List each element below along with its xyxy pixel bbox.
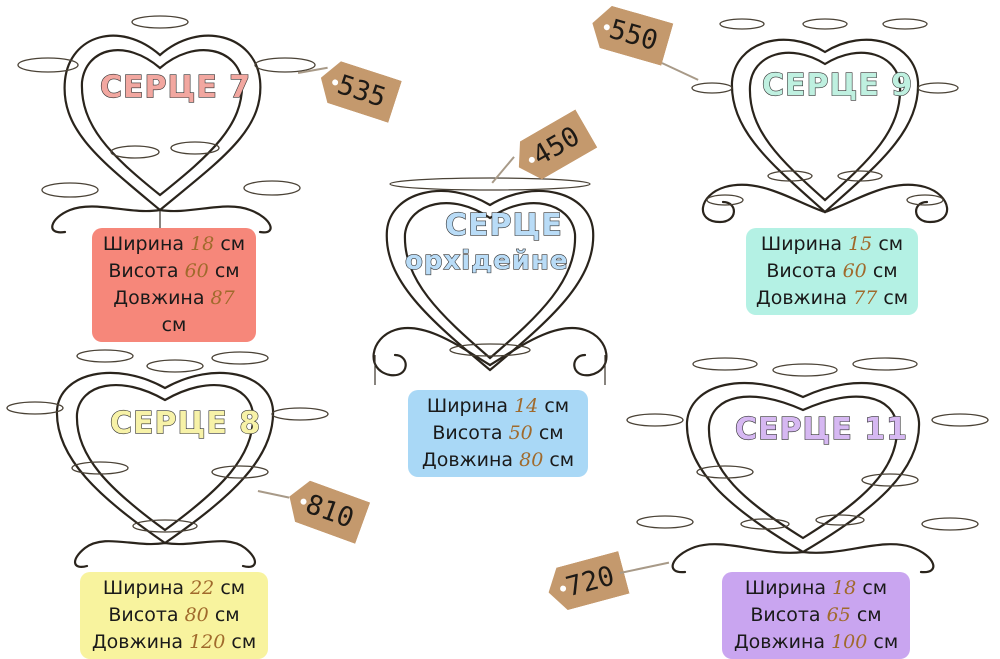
price-value: 720 (543, 551, 630, 614)
heart-stand-illustration (626, 357, 989, 574)
spec-length: Довжина 87 см (113, 287, 235, 336)
stand-name: СЕРЦЕ 8 (109, 406, 262, 441)
spec-card-serce-11: Ширина 18 см Висота 65 см Довжина 100 см (722, 572, 910, 659)
spec-length: Довжина 100 см (733, 631, 899, 653)
stand-serce-8: СЕРЦЕ 8 (5, 348, 330, 570)
spec-card-serce-7: Ширина 18 см Висота 60 см Довжина 87 см (92, 228, 256, 342)
heart-stand-illustration (691, 18, 959, 224)
heart-stand-illustration (6, 349, 329, 568)
spec-height: Висота 60 см (108, 260, 240, 282)
spec-height: Висота 50 см (432, 422, 564, 444)
spec-width: Ширина 18 см (744, 577, 888, 599)
spec-card-serce-8: Ширина 22 см Висота 80 см Довжина 120 см (80, 572, 268, 659)
spec-height: Висота 60 см (766, 260, 898, 282)
spec-width: Ширина 14 см (426, 395, 570, 417)
spec-length: Довжина 120 см (91, 631, 257, 653)
stand-name: СЕРЦЕ 9 (761, 68, 914, 103)
stand-name-line1: СЕРЦЕ (444, 208, 563, 243)
heart-stand-illustration (17, 15, 316, 235)
spec-card-serce-orchid: Ширина 14 см Висота 50 см Довжина 80 см (408, 390, 588, 477)
stand-serce-7: СЕРЦЕ 7 (10, 10, 330, 235)
heart-stand-illustration (372, 177, 608, 385)
spec-length: Довжина 77 см (755, 287, 909, 309)
spec-width: Ширина 15 см (760, 233, 904, 255)
spec-height: Висота 80 см (108, 604, 240, 626)
spec-length: Довжина 80 см (421, 449, 575, 471)
stand-name-line2: орхідейне (404, 246, 569, 276)
price-tag-serce-11: 720 (543, 550, 633, 619)
stand-serce-11: СЕРЦЕ 11 (625, 352, 995, 577)
stand-name: СЕРЦЕ 11 (734, 412, 909, 447)
spec-width: Ширина 22 см (102, 577, 246, 599)
spec-height: Висота 65 см (750, 604, 882, 626)
stand-name: СЕРЦЕ 7 (99, 70, 252, 105)
spec-width: Ширина 18 см (102, 233, 246, 255)
price-value: 550 (586, 2, 673, 66)
stand-serce-orchid: СЕРЦЕ орхідейне (355, 170, 625, 395)
stand-serce-9: СЕРЦЕ 9 (690, 12, 970, 230)
spec-card-serce-9: Ширина 15 см Висота 60 см Довжина 77 см (746, 228, 918, 315)
